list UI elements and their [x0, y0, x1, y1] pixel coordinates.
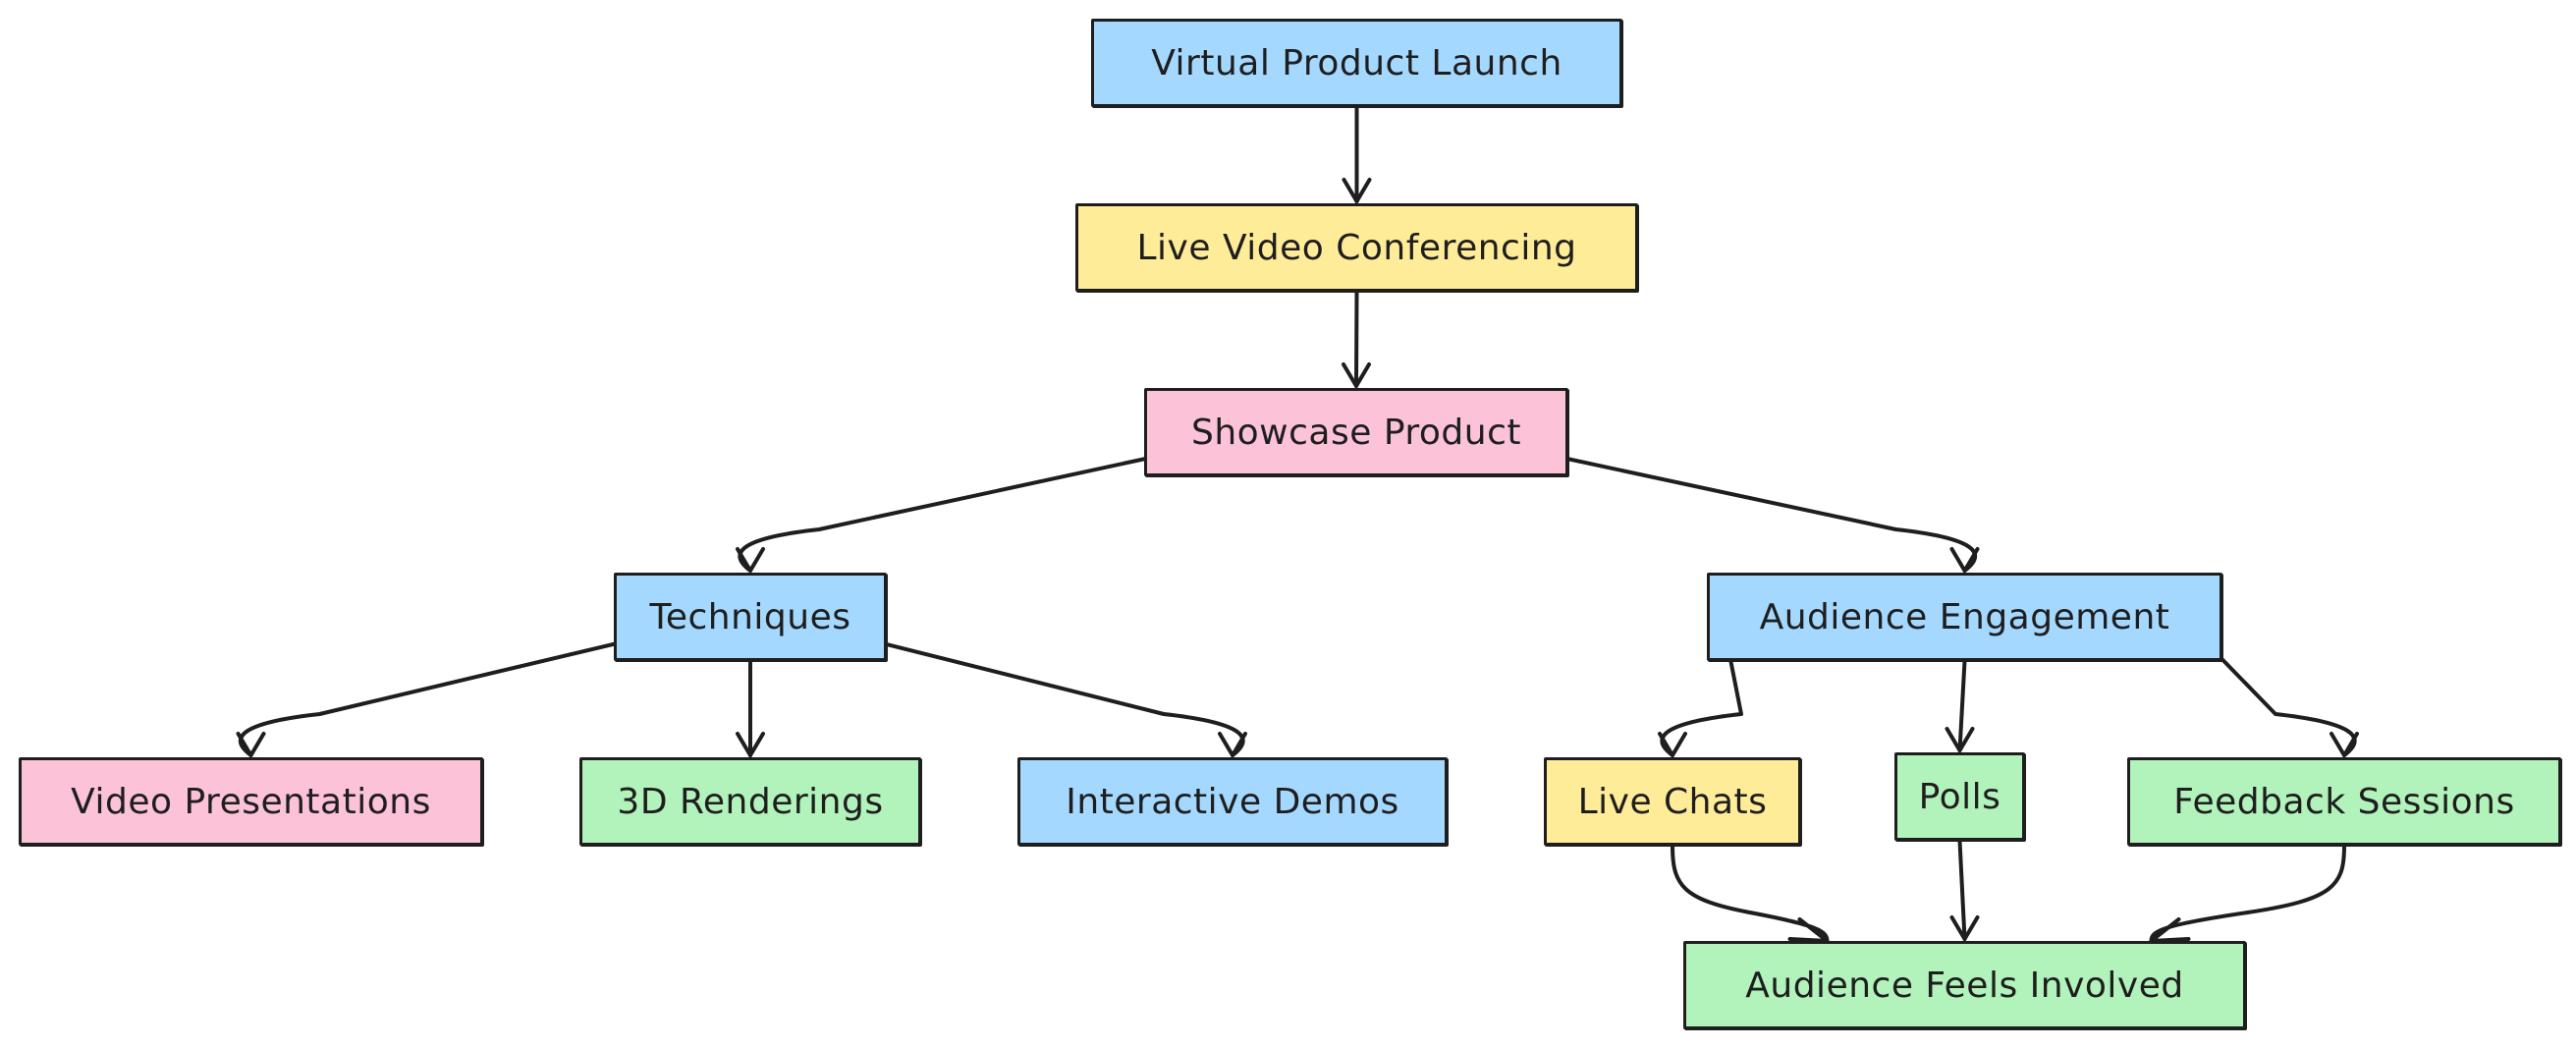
node-polls[interactable]: Polls	[1894, 752, 2025, 841]
node-label: Feedback Sessions	[2173, 781, 2515, 822]
node-live-video-conferencing[interactable]: Live Video Conferencing	[1075, 203, 1638, 292]
arrowhead	[1658, 732, 1687, 757]
node-3d-renderings[interactable]: 3D Renderings	[579, 757, 921, 846]
edge-audience_engagement-live_chats	[1660, 637, 1743, 757]
node-label: Video Presentations	[71, 781, 431, 822]
node-audience-engagement[interactable]: Audience Engagement	[1707, 573, 2222, 661]
edge-feedback_sessions-audience_feels_involved	[2149, 844, 2346, 943]
node-label: Polls	[1918, 776, 2001, 817]
arrowhead	[1342, 178, 1372, 203]
node-label: Showcase Product	[1190, 412, 1522, 453]
node-label: Techniques	[649, 596, 851, 637]
arrowhead	[1342, 362, 1371, 388]
node-label: Audience Engagement	[1759, 596, 2170, 637]
edge-polls-audience_feels_involved	[1957, 839, 1967, 941]
node-label: Live Video Conferencing	[1136, 227, 1577, 268]
edge-audience_engagement-polls	[1957, 659, 1967, 752]
node-label: Audience Feels Involved	[1745, 965, 2184, 1006]
edge-live_video_conferencing-showcase_product	[1354, 290, 1359, 388]
edge-techniques-video_presentations	[238, 637, 635, 757]
node-interactive-demos[interactable]: Interactive Demos	[1017, 757, 1448, 846]
node-label: Virtual Product Launch	[1151, 42, 1562, 83]
edge-audience_engagement-feedback_sessions	[2201, 637, 2357, 757]
edge-techniques-interactive_demos	[865, 637, 1245, 757]
node-showcase-product[interactable]: Showcase Product	[1144, 388, 1568, 476]
arrowhead	[1949, 547, 1980, 573]
node-audience-feels-involved[interactable]: Audience Feels Involved	[1683, 941, 2246, 1029]
node-label: 3D Renderings	[617, 781, 884, 822]
arrowhead	[736, 732, 765, 757]
arrowhead	[236, 732, 266, 757]
node-label: Interactive Demos	[1066, 781, 1399, 822]
edge-showcase_product-techniques	[738, 453, 1166, 573]
edge-showcase_product-audience_engagement	[1547, 453, 1978, 573]
node-live-chats[interactable]: Live Chats	[1544, 757, 1801, 846]
node-feedback-sessions[interactable]: Feedback Sessions	[2127, 757, 2561, 846]
arrowhead	[1218, 732, 1247, 757]
node-label: Live Chats	[1577, 781, 1768, 822]
edge-live_chats-audience_feels_involved	[1671, 844, 1830, 943]
arrowhead	[1949, 915, 1980, 941]
node-virtual-product-launch[interactable]: Virtual Product Launch	[1091, 19, 1622, 107]
node-techniques[interactable]: Techniques	[614, 573, 887, 661]
arrowhead	[2329, 732, 2359, 757]
node-video-presentations[interactable]: Video Presentations	[19, 757, 483, 846]
arrowhead	[1945, 727, 1975, 752]
arrowhead	[736, 547, 765, 573]
